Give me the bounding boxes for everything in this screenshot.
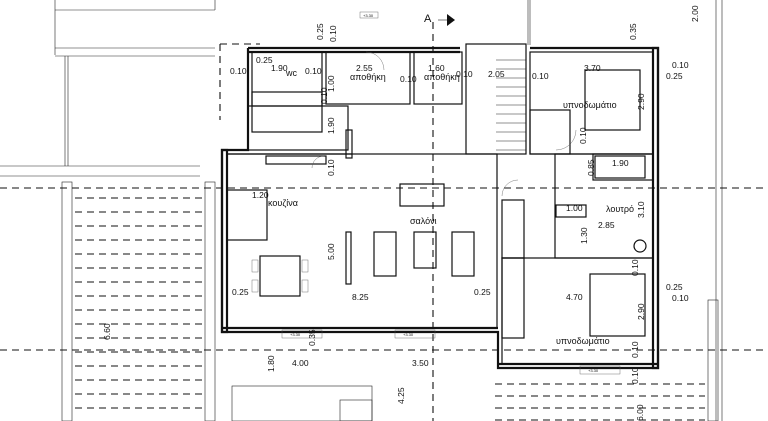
dim-bottom-425: 4.25 <box>396 387 406 404</box>
dimension-labels: 0.10 1.90 0.10 2.55 0.10 1.60 0.10 2.05 … <box>230 55 689 368</box>
room-labels: wc αποθήκη αποθήκη υπνοδωμάτιο κουζίνα σ… <box>268 68 634 346</box>
room-kitchen: κουζίνα <box>268 198 298 208</box>
dim-wc-width: 1.90 <box>271 63 288 73</box>
dim-right-top-025: 0.25 <box>666 71 683 81</box>
site-lines <box>0 0 723 421</box>
dim-kitchen-010: 0.10 <box>326 159 336 176</box>
dim-right-025: 0.25 <box>666 282 683 292</box>
dim-right-bottom-600: 6.00 <box>635 404 645 421</box>
section-lines <box>0 22 768 421</box>
dim-store1-width: 2.55 <box>356 63 373 73</box>
room-wc: wc <box>285 68 297 78</box>
dim-store2-width: 1.60 <box>428 63 445 73</box>
dim-bed2-side-010: 0.10 <box>630 367 640 384</box>
room-storage-2: αποθήκη <box>424 72 460 82</box>
section-mark: A <box>424 13 455 26</box>
dim-hall-190: 1.90 <box>326 117 336 134</box>
dim-bed2-width: 4.70 <box>566 292 583 302</box>
dim-left-660: 6.60 <box>102 323 112 340</box>
dim-bed1-010: 0.10 <box>532 71 549 81</box>
dim-right-top-010: 0.10 <box>672 60 689 70</box>
dim-bottom-350: 3.50 <box>412 358 429 368</box>
dim-right-010: 0.10 <box>672 293 689 303</box>
dim-bath-100: 1.00 <box>566 203 583 213</box>
dim-bath-190: 1.90 <box>612 158 629 168</box>
dim-right-top-200: 2.00 <box>690 5 700 22</box>
dim-bed1-width: 3.70 <box>584 63 601 73</box>
garden-annex <box>231 385 373 421</box>
level-tags: +3.30 +3.30 +3.30 +3.30 <box>281 11 621 375</box>
dim-kitchen-120: 1.20 <box>252 190 269 200</box>
dim-bottom-400: 4.00 <box>292 358 309 368</box>
dim-bath-085: 0.85 <box>586 159 596 176</box>
dim-top-025-v: 0.25 <box>315 23 325 40</box>
dim-bath-010: 0.10 <box>578 127 588 144</box>
dim-wc-depth-010: 0.10 <box>319 87 329 104</box>
dim-living-width: 8.25 <box>352 292 369 302</box>
dim-wc-010: 0.10 <box>305 66 322 76</box>
dim-top-010-v: 0.10 <box>328 25 338 42</box>
dim-bath-130: 1.30 <box>579 227 589 244</box>
dim-bottom-035: 0.35 <box>307 329 317 346</box>
pergola-left <box>75 197 205 409</box>
section-mark-label: A <box>424 13 432 25</box>
room-living: σαλόνι <box>410 216 437 226</box>
house-walls <box>220 43 660 370</box>
room-bedroom-1: υπνοδωμάτιο <box>563 100 617 110</box>
dim-bed2-bottom-010: 0.10 <box>630 341 640 358</box>
dim-living-025: 0.25 <box>474 287 491 297</box>
dim-top-035-v: 0.35 <box>628 23 638 40</box>
room-bathroom: λουτρό <box>606 204 634 214</box>
dim-bed1-depth: 2.90 <box>636 93 646 110</box>
dim-store-sep-010: 0.10 <box>400 74 417 84</box>
level-tag-1: +3.30 <box>363 13 374 18</box>
room-bedroom-2: υπνοδωμάτιο <box>556 336 610 346</box>
dim-stair-width: 2.05 <box>488 69 505 79</box>
dim-living-depth: 5.00 <box>326 243 336 260</box>
dim-bath-285: 2.85 <box>598 220 615 230</box>
dim-bottom-180: 1.80 <box>266 355 276 372</box>
level-tag-2: +3.30 <box>290 332 301 337</box>
dim-top-025: 0.25 <box>256 55 273 65</box>
pergola-right <box>495 383 705 421</box>
dim-corridor-100: 1.00 <box>326 75 336 92</box>
dim-bed2-010: 0.10 <box>630 259 640 276</box>
level-tag-3: +3.30 <box>403 332 414 337</box>
dim-store2-010: 0.10 <box>456 69 473 79</box>
dim-bath-310: 3.10 <box>636 201 646 218</box>
dim-bed2-depth: 2.90 <box>636 303 646 320</box>
room-storage-1: αποθήκη <box>350 72 386 82</box>
dimension-labels-vertical: 0.25 0.10 0.35 1.00 0.10 1.90 2.90 0.10 … <box>102 5 700 421</box>
dim-top-left-010: 0.10 <box>230 66 247 76</box>
dim-kitchen-025: 0.25 <box>232 287 249 297</box>
level-tag-4: +3.30 <box>588 368 599 373</box>
